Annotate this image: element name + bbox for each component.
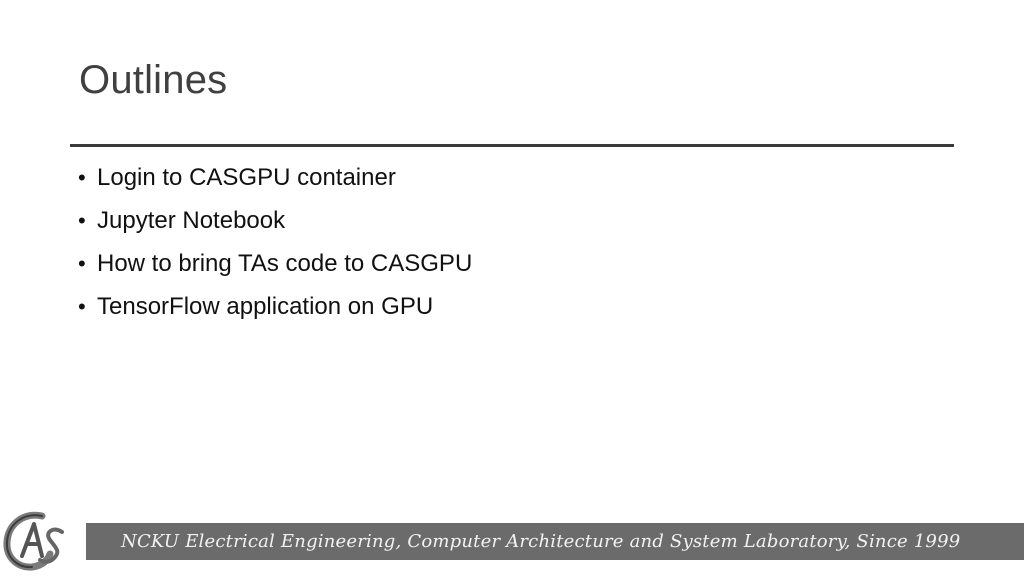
bullet-dot-icon: • (78, 207, 86, 233)
footer-bar: NCKU Electrical Engineering, Computer Ar… (86, 523, 1024, 560)
bullet-text: How to bring TAs code to CASGPU (97, 249, 473, 277)
bullet-item: • TensorFlow application on GPU (78, 285, 472, 328)
bullet-list: • Login to CASGPU container • Jupyter No… (78, 156, 472, 328)
footer-text: NCKU Electrical Engineering, Computer Ar… (121, 531, 961, 552)
bullet-text: Jupyter Notebook (97, 206, 286, 234)
bullet-text: TensorFlow application on GPU (97, 292, 434, 320)
bullet-item: • Login to CASGPU container (78, 156, 472, 199)
bullet-item: • How to bring TAs code to CASGPU (78, 242, 472, 285)
bullet-text: Login to CASGPU container (97, 163, 396, 191)
title-divider (70, 144, 954, 147)
bullet-dot-icon: • (78, 164, 86, 190)
bullet-dot-icon: • (78, 293, 86, 319)
bullet-item: • Jupyter Notebook (78, 199, 472, 242)
cas-logo-icon (3, 511, 64, 571)
slide-title: Outlines (79, 58, 228, 102)
bullet-dot-icon: • (78, 250, 86, 276)
